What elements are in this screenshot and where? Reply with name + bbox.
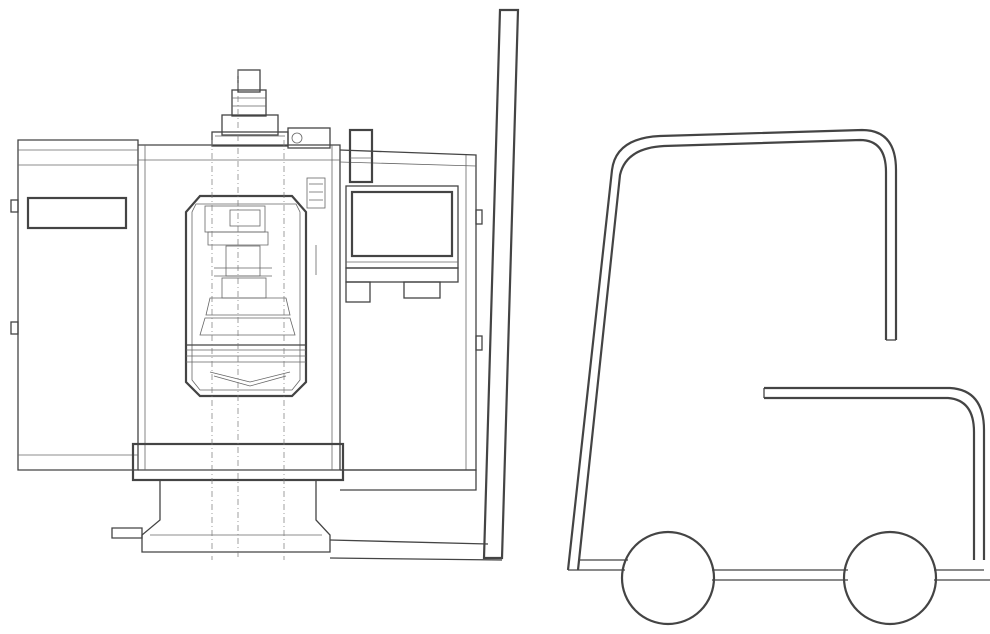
rear-wheel — [842, 530, 938, 626]
cnc-machine — [10, 69, 483, 560]
main-enclosure — [138, 144, 341, 471]
left-side-panel — [10, 139, 139, 471]
operator-screen — [345, 185, 459, 303]
door-window — [184, 194, 308, 398]
top-control-box — [287, 127, 374, 184]
pedestal — [111, 480, 331, 553]
spindle-head — [211, 69, 289, 147]
forklift-forks — [329, 8, 520, 561]
forklift-body — [566, 128, 990, 626]
right-body — [339, 149, 483, 491]
base-nameplate — [131, 442, 345, 482]
front-wheel — [620, 530, 716, 626]
left-nameplate — [26, 196, 128, 230]
